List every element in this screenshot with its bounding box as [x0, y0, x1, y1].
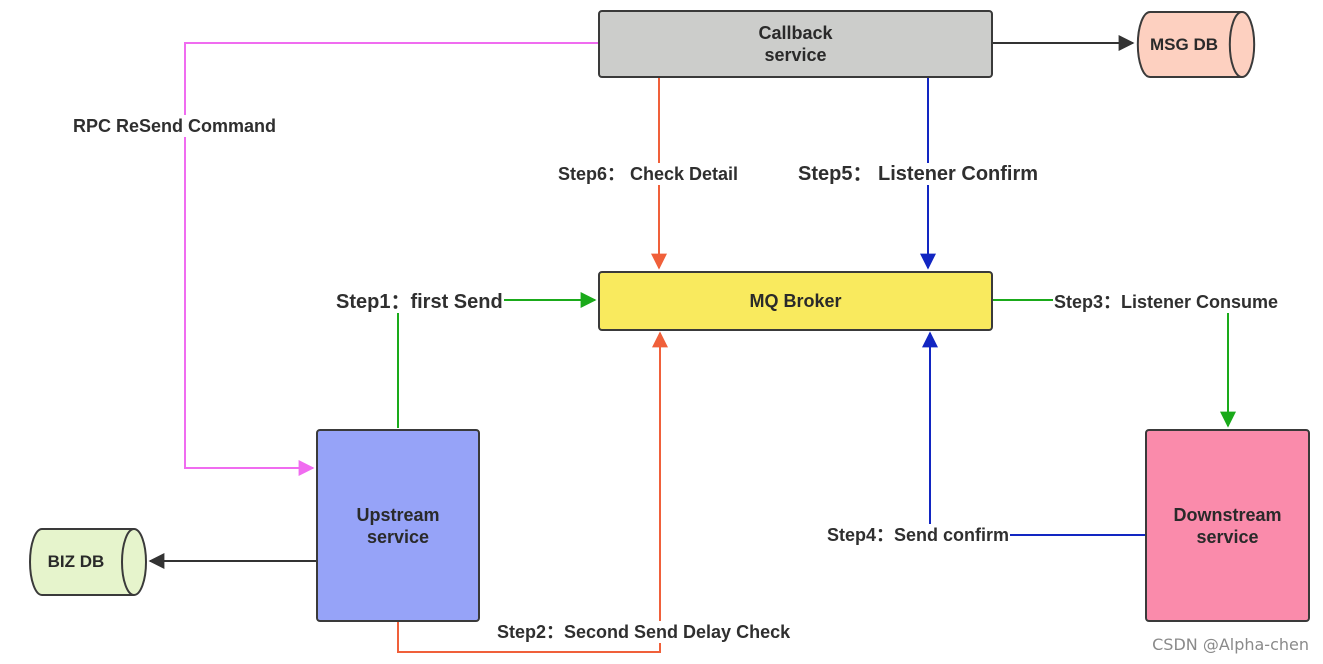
- edge-step3: [993, 299, 1236, 428]
- rpc-resend-label: RPC ReSend Command: [72, 115, 278, 137]
- msg-db-cylinder: [1136, 11, 1256, 78]
- mq-broker-node: MQ Broker: [598, 271, 993, 331]
- step6-label: Step6： Check Detail: [557, 163, 740, 185]
- edge-step2: [397, 331, 668, 653]
- edge-step1: [397, 292, 597, 428]
- callback-service-node: Callback service: [598, 10, 993, 78]
- edge-rpc-resend: [184, 42, 598, 476]
- biz-db-label: BIZ DB: [47, 552, 105, 571]
- step5-label: Step5： Listener Confirm: [797, 163, 1040, 185]
- step1-label: Step1：first Send: [335, 291, 504, 313]
- upstream-service-node: Upstream service: [316, 429, 480, 622]
- biz-db-cylinder: [29, 528, 147, 596]
- watermark-text: CSDN @Alpha-chen: [1152, 635, 1309, 654]
- downstream-service-node: Downstream service: [1145, 429, 1310, 622]
- msg-db-label: MSG DB: [1150, 34, 1218, 54]
- step4-label: Step4：Send confirm: [826, 524, 1011, 546]
- step2-label: Step2：Second Send Delay Check: [496, 621, 792, 643]
- edge-step4: [922, 331, 1145, 536]
- step3-label: Step3：Listener Consume: [1053, 291, 1280, 313]
